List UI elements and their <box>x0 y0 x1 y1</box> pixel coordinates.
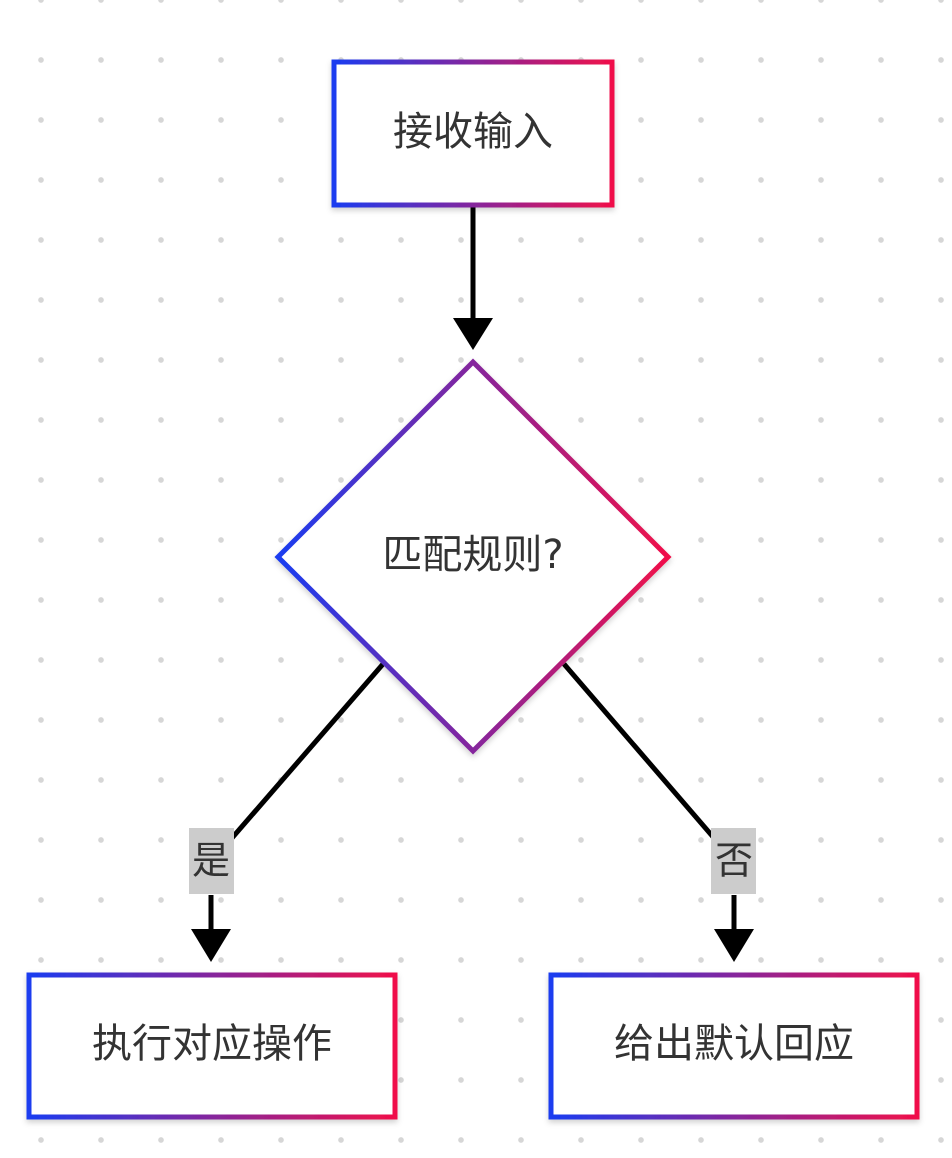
node-execute-action[interactable]: 执行对应操作 <box>26 972 398 1120</box>
edge-yes-branch: 是 <box>189 662 385 962</box>
arrowhead-icon <box>714 929 754 962</box>
edge-label-no: 否 <box>715 839 753 883</box>
arrowhead-icon <box>453 318 493 350</box>
edge-label-yes: 是 <box>192 839 230 883</box>
arrowhead-icon <box>191 929 231 962</box>
node-box <box>331 59 615 208</box>
node-box <box>548 972 920 1120</box>
node-box <box>26 972 398 1120</box>
node-label-execute-action: 执行对应操作 <box>92 1021 332 1067</box>
node-label-receive-input: 接收输入 <box>393 109 553 155</box>
node-match-rule[interactable]: 匹配规则? <box>274 358 672 755</box>
decision-diamond <box>274 358 672 755</box>
node-receive-input[interactable]: 接收输入 <box>331 59 615 208</box>
edge-label-background <box>189 828 234 894</box>
edge-line <box>562 662 716 840</box>
node-label-match-rule: 匹配规则? <box>382 532 563 578</box>
edge-no-branch: 否 <box>562 662 756 962</box>
node-label-default-response: 给出默认回应 <box>614 1021 854 1067</box>
edge-line <box>230 662 385 840</box>
node-default-response[interactable]: 给出默认回应 <box>548 972 920 1120</box>
edge-label-background <box>711 828 756 894</box>
edge-input-to-match <box>453 207 493 350</box>
